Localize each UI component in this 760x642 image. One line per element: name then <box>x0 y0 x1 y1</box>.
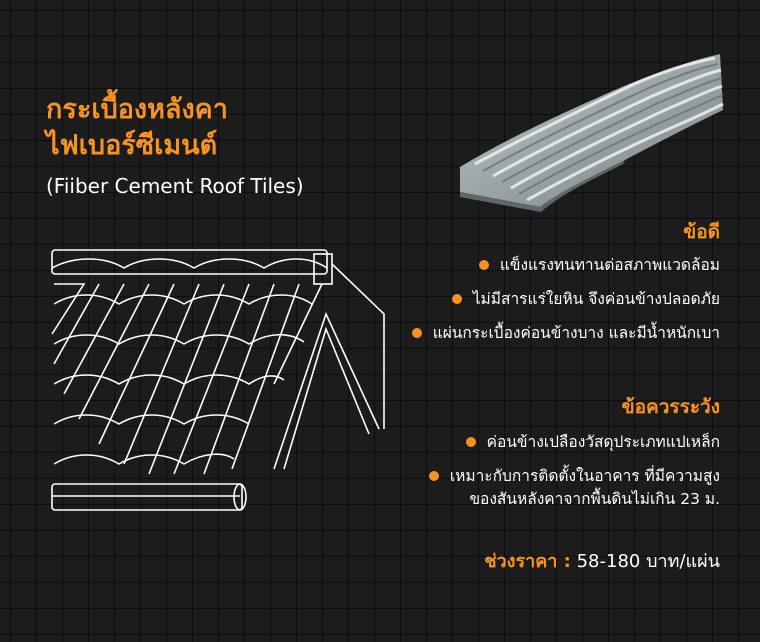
bullet-icon <box>428 471 439 481</box>
title-line-1: กระเบื้องหลังคา <box>46 94 228 125</box>
bullet-icon <box>411 328 422 338</box>
price-value: 58-180 บาท/แผ่น <box>576 551 720 572</box>
price-line: ช่วงราคา : 58-180 บาท/แผ่น <box>484 546 720 575</box>
bullet-icon <box>478 260 489 270</box>
cautions-heading: ข้อควรระวัง <box>621 396 720 418</box>
price-label: ช่วงราคา : <box>484 551 571 572</box>
pros-heading: ข้อดี <box>683 221 720 243</box>
list-item: ไม่มีสารแร่ใยหิน จึงค่อนข้างปลอดภัย <box>412 288 720 311</box>
pros-list: แข็งแรงทนทานต่อสภาพแวดล้อม ไม่มีสารแร่ใย… <box>411 254 720 356</box>
list-item: แผ่นกระเบื้องค่อนข้างบาง และมีน้ำหนักเบา <box>411 322 720 345</box>
page-title: กระเบื้องหลังคา ไฟเบอร์ซีเมนต์ <box>46 92 228 164</box>
list-item: แข็งแรงทนทานต่อสภาพแวดล้อม <box>412 254 720 277</box>
list-item: เหมาะกับการติดตั้งในอาคาร ที่มีความสูง ข… <box>428 465 720 511</box>
roof-sheet-image <box>460 54 724 212</box>
cautions-list: ค่อนข้างเปลืองวัสดุประเภทแปเหล็ก เหมาะกั… <box>428 431 720 522</box>
bullet-icon <box>451 294 462 304</box>
bullet-icon <box>465 437 476 447</box>
roof-diagram <box>51 249 385 511</box>
list-item: ค่อนข้างเปลืองวัสดุประเภทแปเหล็ก <box>429 431 720 454</box>
english-subtitle: (Fiiber Cement Roof Tiles) <box>46 174 304 198</box>
title-line-2: ไฟเบอร์ซีเมนต์ <box>46 130 218 161</box>
